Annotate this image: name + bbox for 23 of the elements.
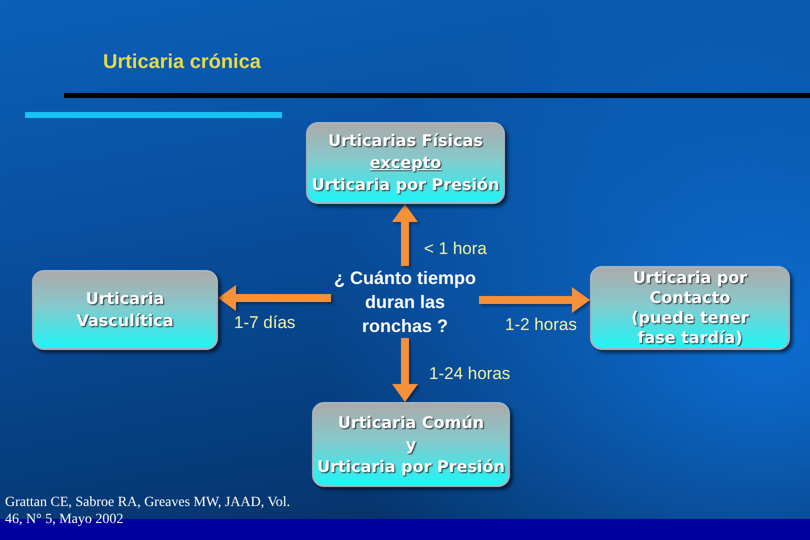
box-text: Urticaria por Presión xyxy=(317,456,505,478)
category-box xyxy=(306,122,505,204)
box-text: Urticarias Físicas xyxy=(328,130,483,152)
category-box xyxy=(312,402,510,487)
arrow xyxy=(392,204,418,266)
box-text: Urticaria por Presión xyxy=(312,174,500,196)
arrow xyxy=(218,285,331,311)
box-text: Urticaria Vasculítica xyxy=(75,288,175,332)
edge-label: < 1 hora xyxy=(424,239,487,258)
box-text: excepto xyxy=(370,152,442,174)
question-text: ¿ Cuánto tiempo duran las ronchas ? xyxy=(331,266,479,338)
edge-label: 1-7 días xyxy=(234,313,296,332)
category-box xyxy=(590,266,790,350)
slide-title: Urticaria crónica xyxy=(103,51,261,74)
edge-label: 1-2 horas xyxy=(505,315,577,334)
category-box xyxy=(32,270,218,350)
citation-text: Grattan CE, Sabroe RA, Greaves MW, JAAD, Vol. 46, N° 5, Mayo 2002 xyxy=(5,494,292,528)
edge-label: 1-24 horas xyxy=(429,364,510,383)
box-text: Urticaria por Contacto (puede tener fase tardía) xyxy=(630,268,750,348)
box-text: Urticaria Común xyxy=(338,412,484,434)
arrow xyxy=(479,287,590,313)
box-text: y xyxy=(406,434,416,456)
arrow xyxy=(392,338,418,402)
